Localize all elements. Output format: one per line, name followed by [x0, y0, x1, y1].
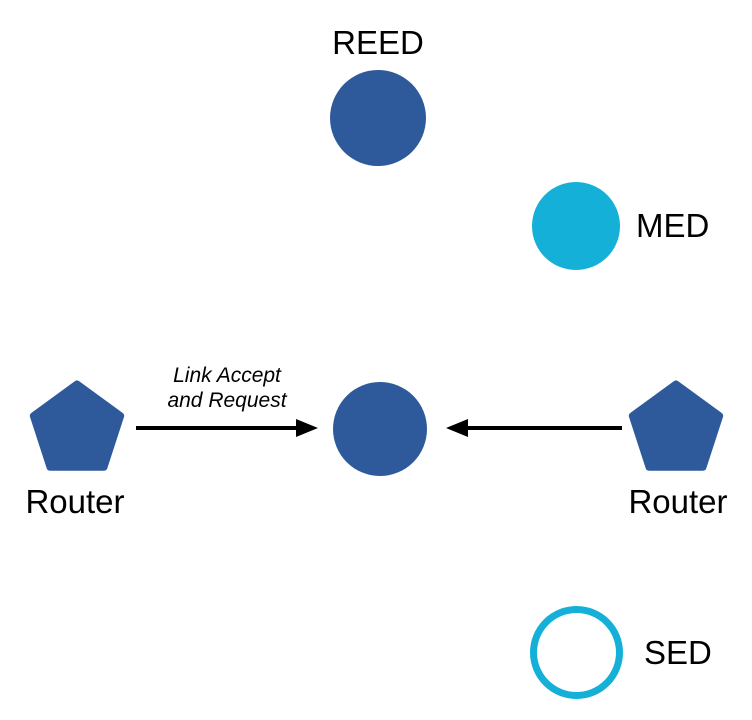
med-label: MED [636, 207, 710, 244]
router-left-label: Router [25, 483, 125, 520]
left-arrow-label-line1: Link Accept [173, 364, 281, 387]
router-left-node-icon [29, 380, 125, 471]
left-arrow-icon [136, 419, 318, 437]
parent-node-icon [333, 382, 427, 476]
right-arrow-icon [446, 419, 622, 437]
med-node-icon [532, 182, 620, 270]
left-arrow-label-line2: and Request [167, 389, 287, 412]
router-right-label: Router [628, 483, 728, 520]
reed-node-icon [330, 70, 426, 166]
sed-node-icon [530, 606, 623, 699]
left-arrow-label: Link Accept and Request [167, 363, 286, 413]
sed-label: SED [644, 634, 712, 671]
reed-label: REED [332, 24, 424, 61]
router-right-node-icon [628, 380, 724, 471]
